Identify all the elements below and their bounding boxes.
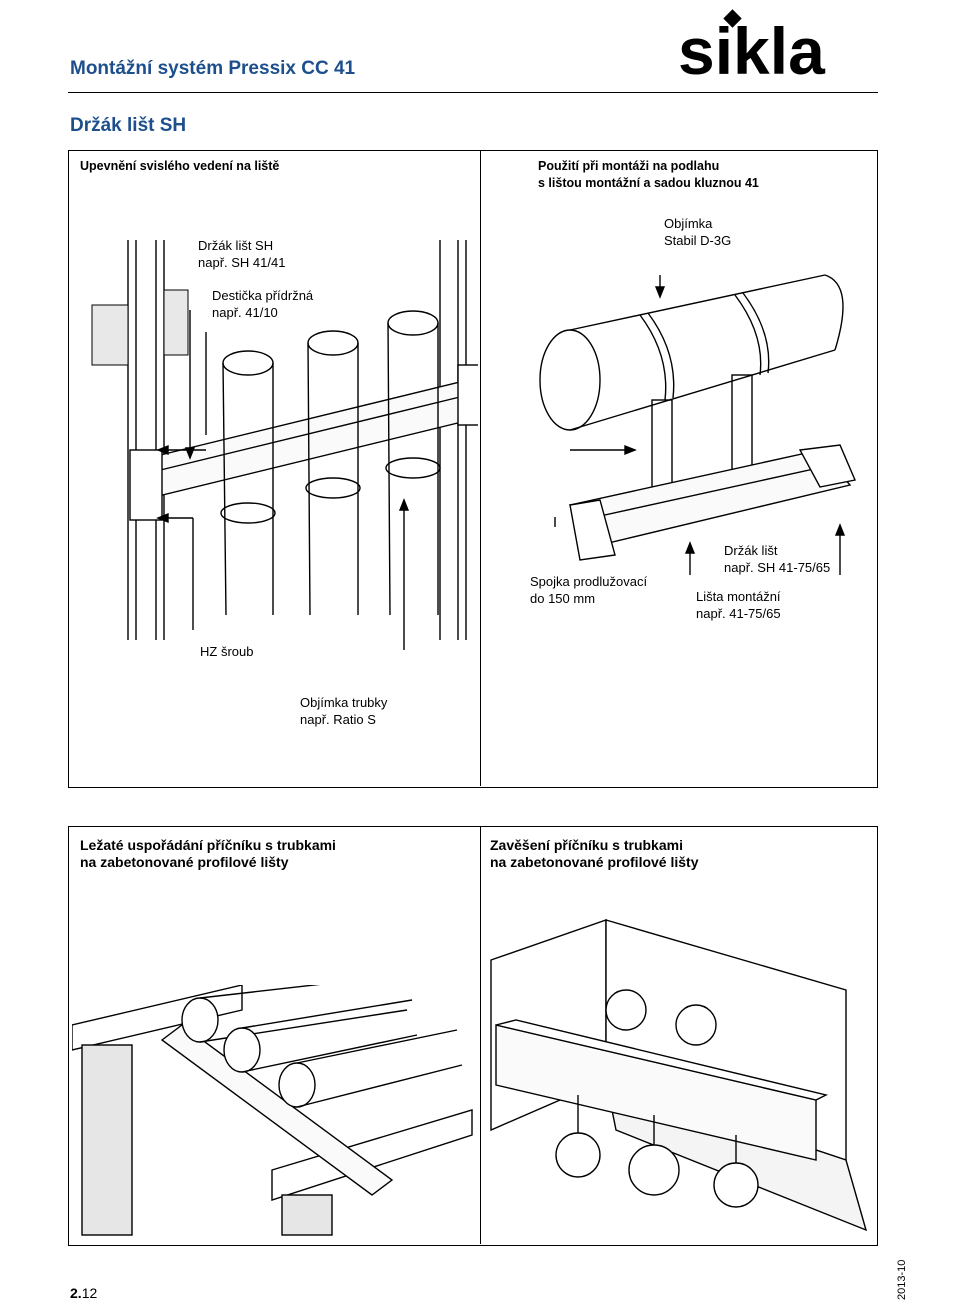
caption-floor-mounting: Použití při montáži na podlahu s lištou …: [538, 159, 759, 190]
section-title: Držák lišt SH: [70, 115, 187, 136]
sikla-logo: sikla: [678, 9, 826, 80]
pipe-c: [278, 1029, 463, 1108]
pipe-3: [385, 310, 441, 616]
top-divider: [480, 150, 481, 786]
document-title: Montážní systém Pressix CC 41: [70, 58, 356, 79]
bottom-divider: [480, 826, 481, 1244]
floor-mounting-drawing: [539, 274, 856, 575]
caption-vertical-mounting: Upevnění svislého vedení na liště: [80, 159, 280, 173]
page-number: 2.12: [70, 1285, 98, 1301]
bottom-figure-frame: [68, 826, 878, 1246]
revision-date: 2013-10: [896, 1259, 908, 1300]
logo-text: sikla: [678, 14, 826, 80]
pipe-2: [305, 330, 361, 616]
vertical-rail-drawing: [91, 240, 478, 650]
header-rule: [68, 92, 878, 93]
caption-horizontal-arrangement: Ležaté uspořádání příčníku s trubkami na…: [80, 837, 336, 870]
horizontal-crossbar-drawing: [72, 985, 473, 1236]
label-hz-screw: HZ šroub: [200, 644, 254, 659]
pipe-b: [223, 999, 418, 1073]
pipe-1: [220, 350, 276, 616]
suspended-crossbar-drawing: [490, 919, 868, 1232]
top-figure-frame: [68, 150, 878, 788]
caption-suspension: Zavěšení příčníku s trubkami na zabetono…: [490, 837, 699, 870]
